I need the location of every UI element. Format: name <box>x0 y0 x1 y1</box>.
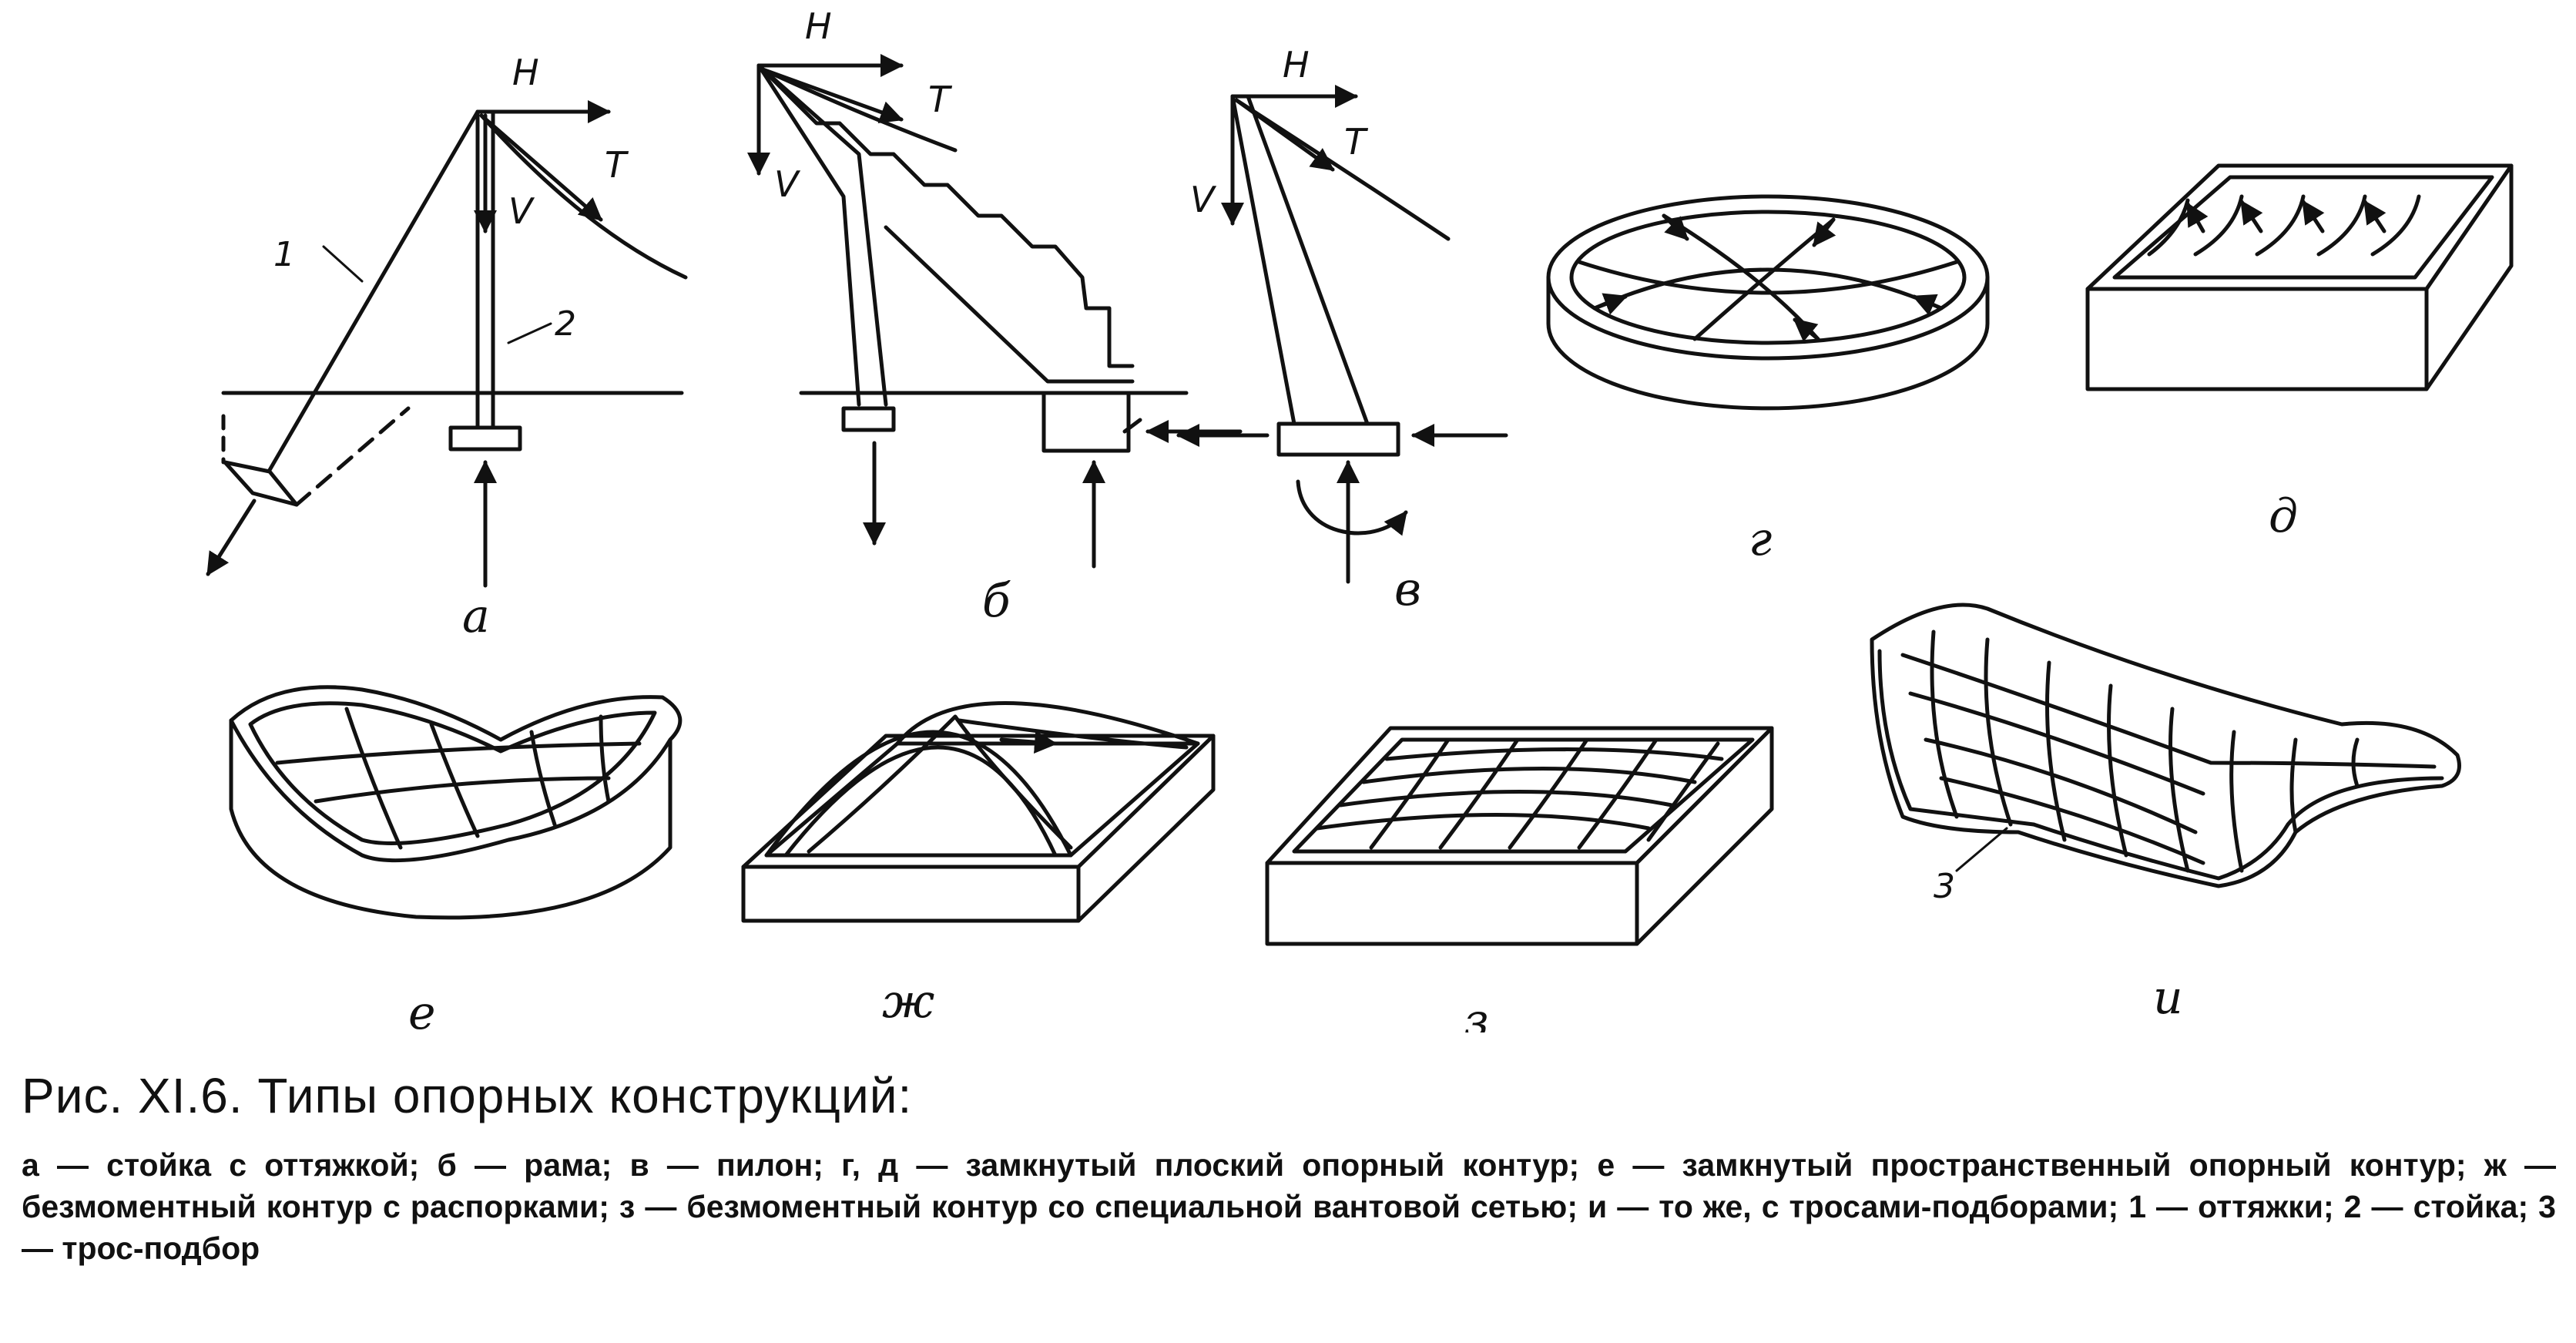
anchor-force-arrow <box>206 499 257 576</box>
label-H-b: H <box>805 5 832 47</box>
box-front <box>2085 287 2429 391</box>
box-side <box>1635 726 1774 946</box>
contour-frame-inner <box>1292 737 1755 854</box>
part-number-guy: 1 <box>273 235 295 274</box>
label-V-b: V <box>774 163 801 205</box>
label-V-v: V <box>1190 179 1217 220</box>
panel-d-rectangular-contour <box>2085 163 2514 391</box>
moment-arrow <box>1296 479 1408 536</box>
panel-e-spatial-contour <box>229 685 683 920</box>
cable-leader-line <box>1955 827 2008 872</box>
guy-anchor <box>223 460 299 507</box>
label-H-v: H <box>1283 44 1310 86</box>
frame-left-leg <box>756 63 861 407</box>
cable-span <box>1234 98 1451 241</box>
cable-net <box>807 714 1189 854</box>
cable-net <box>1900 630 2437 873</box>
post-footing <box>448 425 522 452</box>
panel-zh-contour-with-struts <box>741 701 1216 923</box>
cable-net <box>1577 213 1959 341</box>
panel-label-e: е <box>408 986 436 1032</box>
contour-side <box>229 718 673 920</box>
force-T-arrow <box>479 113 603 222</box>
frame-left-footing <box>841 406 896 432</box>
label-T-a: T <box>605 144 629 186</box>
label-T-v: T <box>1344 121 1369 163</box>
strut-arch <box>764 730 1073 858</box>
frame-right-footing <box>1041 391 1131 453</box>
cable-span <box>760 67 958 153</box>
panel-g-circular-contour <box>1546 194 1990 411</box>
pylon-body <box>1230 94 1370 426</box>
frame-stepped-chord <box>764 71 1135 368</box>
panel-z-contour-with-cable-net <box>1265 726 1774 946</box>
cable-net <box>275 707 642 850</box>
panel-a-post-with-guy <box>206 100 688 588</box>
contour-rim-inner <box>248 701 657 845</box>
edge-cable <box>1877 649 2036 827</box>
force-T-arrow <box>760 67 904 123</box>
pylon-footing <box>1276 421 1400 457</box>
cable-span <box>479 113 688 280</box>
panel-label-z: з <box>1464 994 1489 1032</box>
contour-rim-outer <box>229 685 683 863</box>
contour-side <box>1546 275 1990 411</box>
contour-ring-inner <box>1569 210 1967 345</box>
panel-i-saddle-with-edge-cables <box>1870 603 2461 888</box>
strut-arch <box>895 701 1200 746</box>
panel-label-b: б <box>982 574 1011 628</box>
label-T-b: T <box>928 79 953 120</box>
panel-b-frame <box>747 54 1243 569</box>
panel-label-g: г <box>1749 512 1772 566</box>
box-side <box>1076 734 1216 923</box>
panel-label-i: и <box>2153 971 2183 1025</box>
label-H-a: H <box>512 52 539 93</box>
cable-arrow <box>1662 213 1689 241</box>
supporting-structures-figure: H T V 1 2 а H T V б <box>206 5 2514 1032</box>
caption-title: Рис. XI.6. Типы опорных конструкций: <box>22 1068 913 1123</box>
label-V-a: V <box>508 190 535 232</box>
panel-label-d: д <box>2269 489 2298 543</box>
box-front <box>741 865 1081 923</box>
part-number-post: 2 <box>555 304 576 344</box>
frame-strut <box>884 225 1135 384</box>
guy-cable <box>267 109 480 472</box>
box-side <box>2424 163 2514 391</box>
panel-v-pylon <box>1176 85 1508 584</box>
cable-net <box>2147 194 2421 257</box>
panel-label-zh: ж <box>882 975 934 1029</box>
cable-net <box>1315 737 1724 850</box>
part-number-cable: 3 <box>1934 867 1955 906</box>
box-front <box>1265 861 1639 946</box>
figure-caption: Рис. XI.6. Типы опорных конструкций: а —… <box>22 1067 2556 1269</box>
caption-text: а — стойка с оттяжкой; б — рама; в — пил… <box>22 1147 2556 1266</box>
panel-label-v: в <box>1394 562 1421 616</box>
panel-label-a: а <box>462 589 490 643</box>
